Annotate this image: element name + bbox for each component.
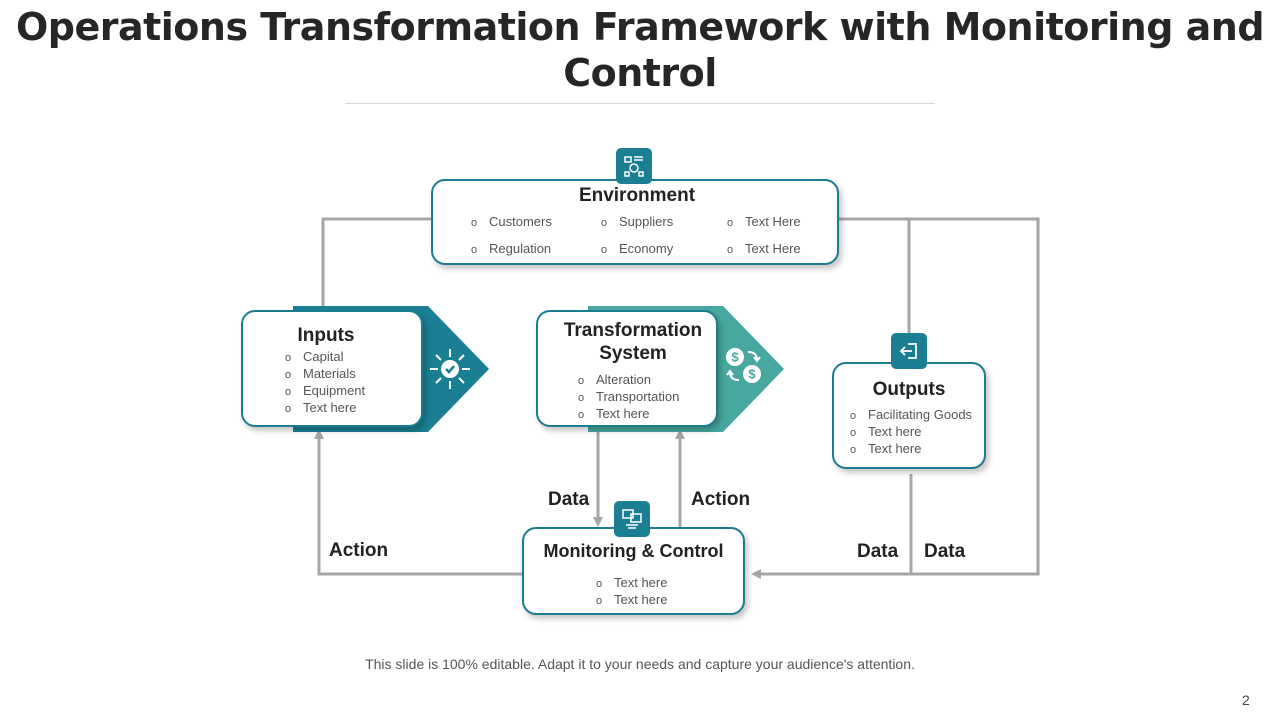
transformation-box: Transformation System Alteration Transpo… <box>536 310 718 427</box>
list-item: Equipment <box>285 383 365 400</box>
list-item: Materials <box>285 366 365 383</box>
page-title: Operations Transformation Framework with… <box>15 5 1265 95</box>
action-label-center: Action <box>691 489 751 510</box>
compass-check-icon <box>430 349 470 389</box>
environment-box: Environment Customers Regulation Supplie… <box>431 179 839 265</box>
list-item: Customers <box>471 214 552 231</box>
monitoring-box: Monitoring & Control Text here Text here <box>522 527 745 615</box>
transformation-title: Transformation System <box>563 320 703 364</box>
page-number: 2 <box>1242 692 1250 708</box>
env-to-right-line <box>838 217 1040 576</box>
footer-note: This slide is 100% editable. Adapt it to… <box>365 656 915 672</box>
list-item: Text here <box>850 441 972 458</box>
data-label-right-1: Data <box>857 541 899 562</box>
inputs-list: Capital Materials Equipment Text here <box>285 349 365 417</box>
exit-icon <box>891 333 927 369</box>
list-item: Alteration <box>578 372 679 389</box>
data-label-right-2: Data <box>924 541 966 562</box>
environment-list-1: Customers Regulation <box>471 214 552 258</box>
environment-list-3: Text Here Text Here <box>727 214 801 258</box>
list-item: Text Here <box>727 214 801 231</box>
list-item: Economy <box>601 241 673 258</box>
environment-title: Environment <box>578 185 696 206</box>
list-item: Capital <box>285 349 365 366</box>
list-item: Text Here <box>727 241 801 258</box>
title-divider <box>345 103 935 104</box>
action-label-left: Action <box>329 540 389 561</box>
list-item: Text here <box>285 400 365 417</box>
list-item: Regulation <box>471 241 552 258</box>
list-item: Suppliers <box>601 214 673 231</box>
svg-text:$: $ <box>731 350 739 365</box>
env-to-inputs-line <box>321 217 432 310</box>
list-item: Transportation <box>578 389 679 406</box>
list-item: Text here <box>596 575 667 592</box>
svg-text:$: $ <box>748 367 756 382</box>
list-item: Text here <box>578 406 679 423</box>
outputs-title: Outputs <box>872 379 946 400</box>
monitoring-list: Text here Text here <box>596 575 667 609</box>
inputs-box: Inputs Capital Materials Equipment Text … <box>241 310 423 427</box>
data-label-center: Data <box>548 489 590 510</box>
monitor-network-icon <box>614 501 650 537</box>
dollar-exchange-icon: $ $ <box>726 348 761 383</box>
list-item: Text here <box>596 592 667 609</box>
environment-icon <box>616 148 652 184</box>
inputs-title: Inputs <box>297 325 355 346</box>
list-item: Text here <box>850 424 972 441</box>
action-to-inputs-line <box>314 429 522 576</box>
list-item: Facilitating Goods <box>850 407 972 424</box>
outputs-list: Facilitating Goods Text here Text here <box>850 407 972 458</box>
monitoring-title: Monitoring & Control <box>543 541 724 561</box>
environment-list-2: Suppliers Economy <box>601 214 673 258</box>
transformation-list: Alteration Transportation Text here <box>578 372 679 423</box>
outputs-box: Outputs Facilitating Goods Text here Tex… <box>832 362 986 469</box>
